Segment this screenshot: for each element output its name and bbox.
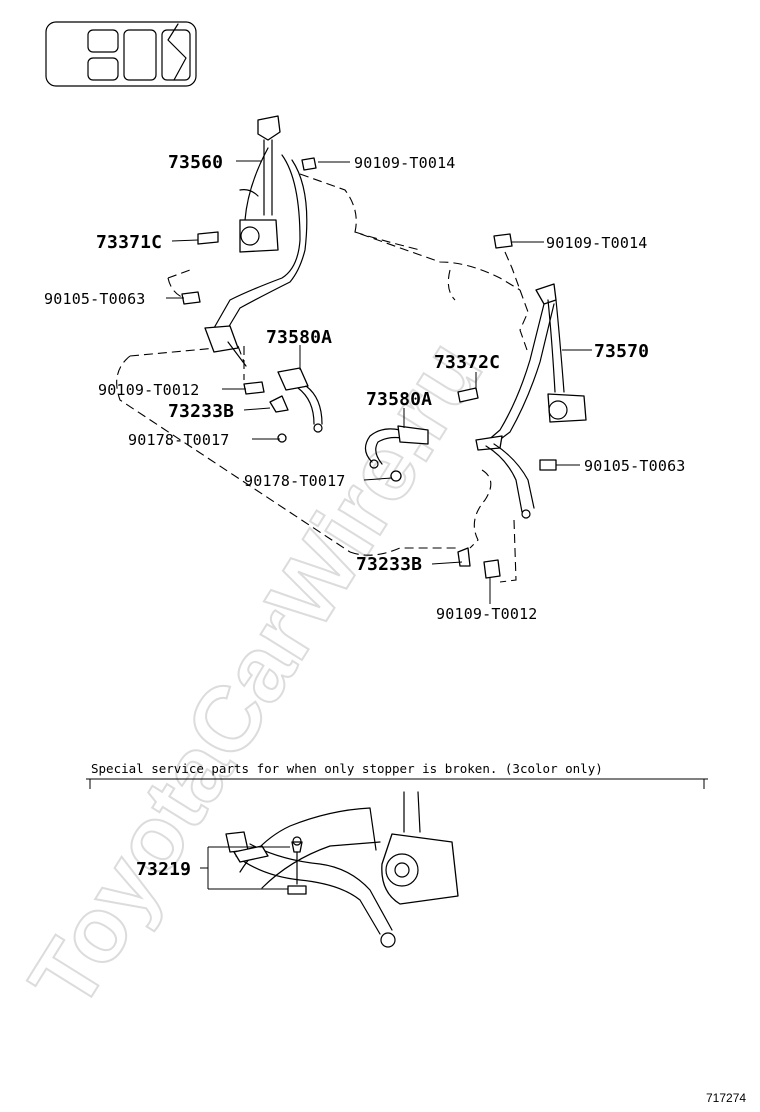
part-label-90105-t0063-left: 90105-T0063 xyxy=(44,290,146,308)
left-buckle-strap xyxy=(269,367,323,433)
service-note: Special service parts for when only stop… xyxy=(91,761,603,776)
part-label-73580a-lower: 73580A xyxy=(366,389,432,410)
right-seat-belt-assembly xyxy=(475,283,587,519)
part-label-73570: 73570 xyxy=(594,341,649,362)
center-buckle-strap xyxy=(364,425,429,469)
figure-code: 717274 xyxy=(706,1091,746,1105)
part-label-73219: 73219 xyxy=(136,859,191,880)
part-label-90178-t0017-left: 90178-T0017 xyxy=(128,431,230,449)
part-label-90109-t0012-right: 90109-T0012 xyxy=(436,605,538,623)
part-label-90109-t0014-right: 90109-T0014 xyxy=(546,234,648,252)
part-label-90178-t0017-center: 90178-T0017 xyxy=(244,472,346,490)
part-label-73372c: 73372C xyxy=(434,352,500,373)
part-label-90109-t0014-left: 90109-T0014 xyxy=(354,154,456,172)
hardware-parts xyxy=(181,157,557,579)
part-label-73560: 73560 xyxy=(168,152,223,173)
part-label-73371c: 73371C xyxy=(96,232,162,253)
special-service-section: Special service parts for when only stop… xyxy=(86,761,708,948)
watermark: ToyotaCarWire.ru xyxy=(10,323,502,1025)
part-label-73233b-left: 73233B xyxy=(168,401,234,422)
part-labels: 73560 90109-T0014 73371C 90105-T0063 735… xyxy=(44,152,686,623)
part-label-90105-t0063-right: 90105-T0063 xyxy=(584,457,686,475)
leader-lines xyxy=(166,160,592,604)
part-label-73233b-right: 73233B xyxy=(356,554,422,575)
left-seat-belt-assembly xyxy=(204,115,308,367)
vehicle-seating-location-icon xyxy=(45,21,197,87)
rear-seat-outline xyxy=(116,173,529,583)
part-label-73580a-upper: 73580A xyxy=(266,327,332,348)
part-label-90109-t0012-left: 90109-T0012 xyxy=(98,381,200,399)
